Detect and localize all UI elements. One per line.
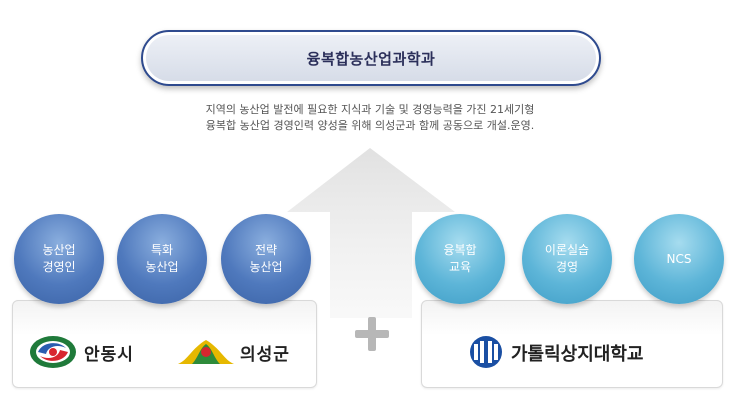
circle-label: 교육 xyxy=(448,260,472,274)
description-line-1: 지역의 농산업 발전에 필요한 지식과 기술 및 경영능력을 가진 21세기형 xyxy=(205,103,535,116)
circle-convergence-education: 융복합 교육 xyxy=(415,214,505,304)
circle-strategic-agri: 전략 농산업 xyxy=(221,214,311,304)
catholic-sangji-logo-icon xyxy=(470,336,502,368)
circle-specialized-agri: 특화 농산업 xyxy=(117,214,207,304)
circle-label: 융복합 xyxy=(443,243,477,257)
circle-ncs: NCS xyxy=(634,214,724,304)
right-panel xyxy=(421,300,723,388)
circle-theory-practice: 이론실습 경영 xyxy=(522,214,612,304)
circle-label: 이론실습 xyxy=(544,243,590,257)
page-title: 융복합농산업과학과 xyxy=(306,49,436,68)
circle-label: 특화 xyxy=(150,243,174,257)
circle-label: 경영 xyxy=(555,260,579,274)
title-pill: 융복합농산업과학과 xyxy=(141,30,601,86)
description-line-2: 융복합 농산업 경영인력 양성을 위해 의성군과 함께 공동으로 개설.운영. xyxy=(205,119,535,132)
andong-logo-icon xyxy=(30,336,76,368)
circle-label: NCS xyxy=(666,251,692,266)
circle-label: 농산업 xyxy=(42,243,76,257)
andong-logo-text: 안동시 xyxy=(84,345,134,365)
plus-icon xyxy=(355,317,389,351)
circle-agri-manager: 농산업 경영인 xyxy=(14,214,104,304)
circle-label: 농산업 xyxy=(145,260,179,274)
catholic-sangji-logo-text: 가톨릭상지대학교 xyxy=(511,344,644,365)
circle-label: 전략 xyxy=(254,243,278,257)
uiseong-logo-text: 의성군 xyxy=(240,345,290,365)
description: 지역의 농산업 발전에 필요한 지식과 기술 및 경영능력을 가진 21세기형 … xyxy=(140,102,600,134)
uiseong-logo-icon xyxy=(178,340,234,364)
circle-label: 농산업 xyxy=(249,260,283,274)
circle-label: 경영인 xyxy=(42,260,76,274)
